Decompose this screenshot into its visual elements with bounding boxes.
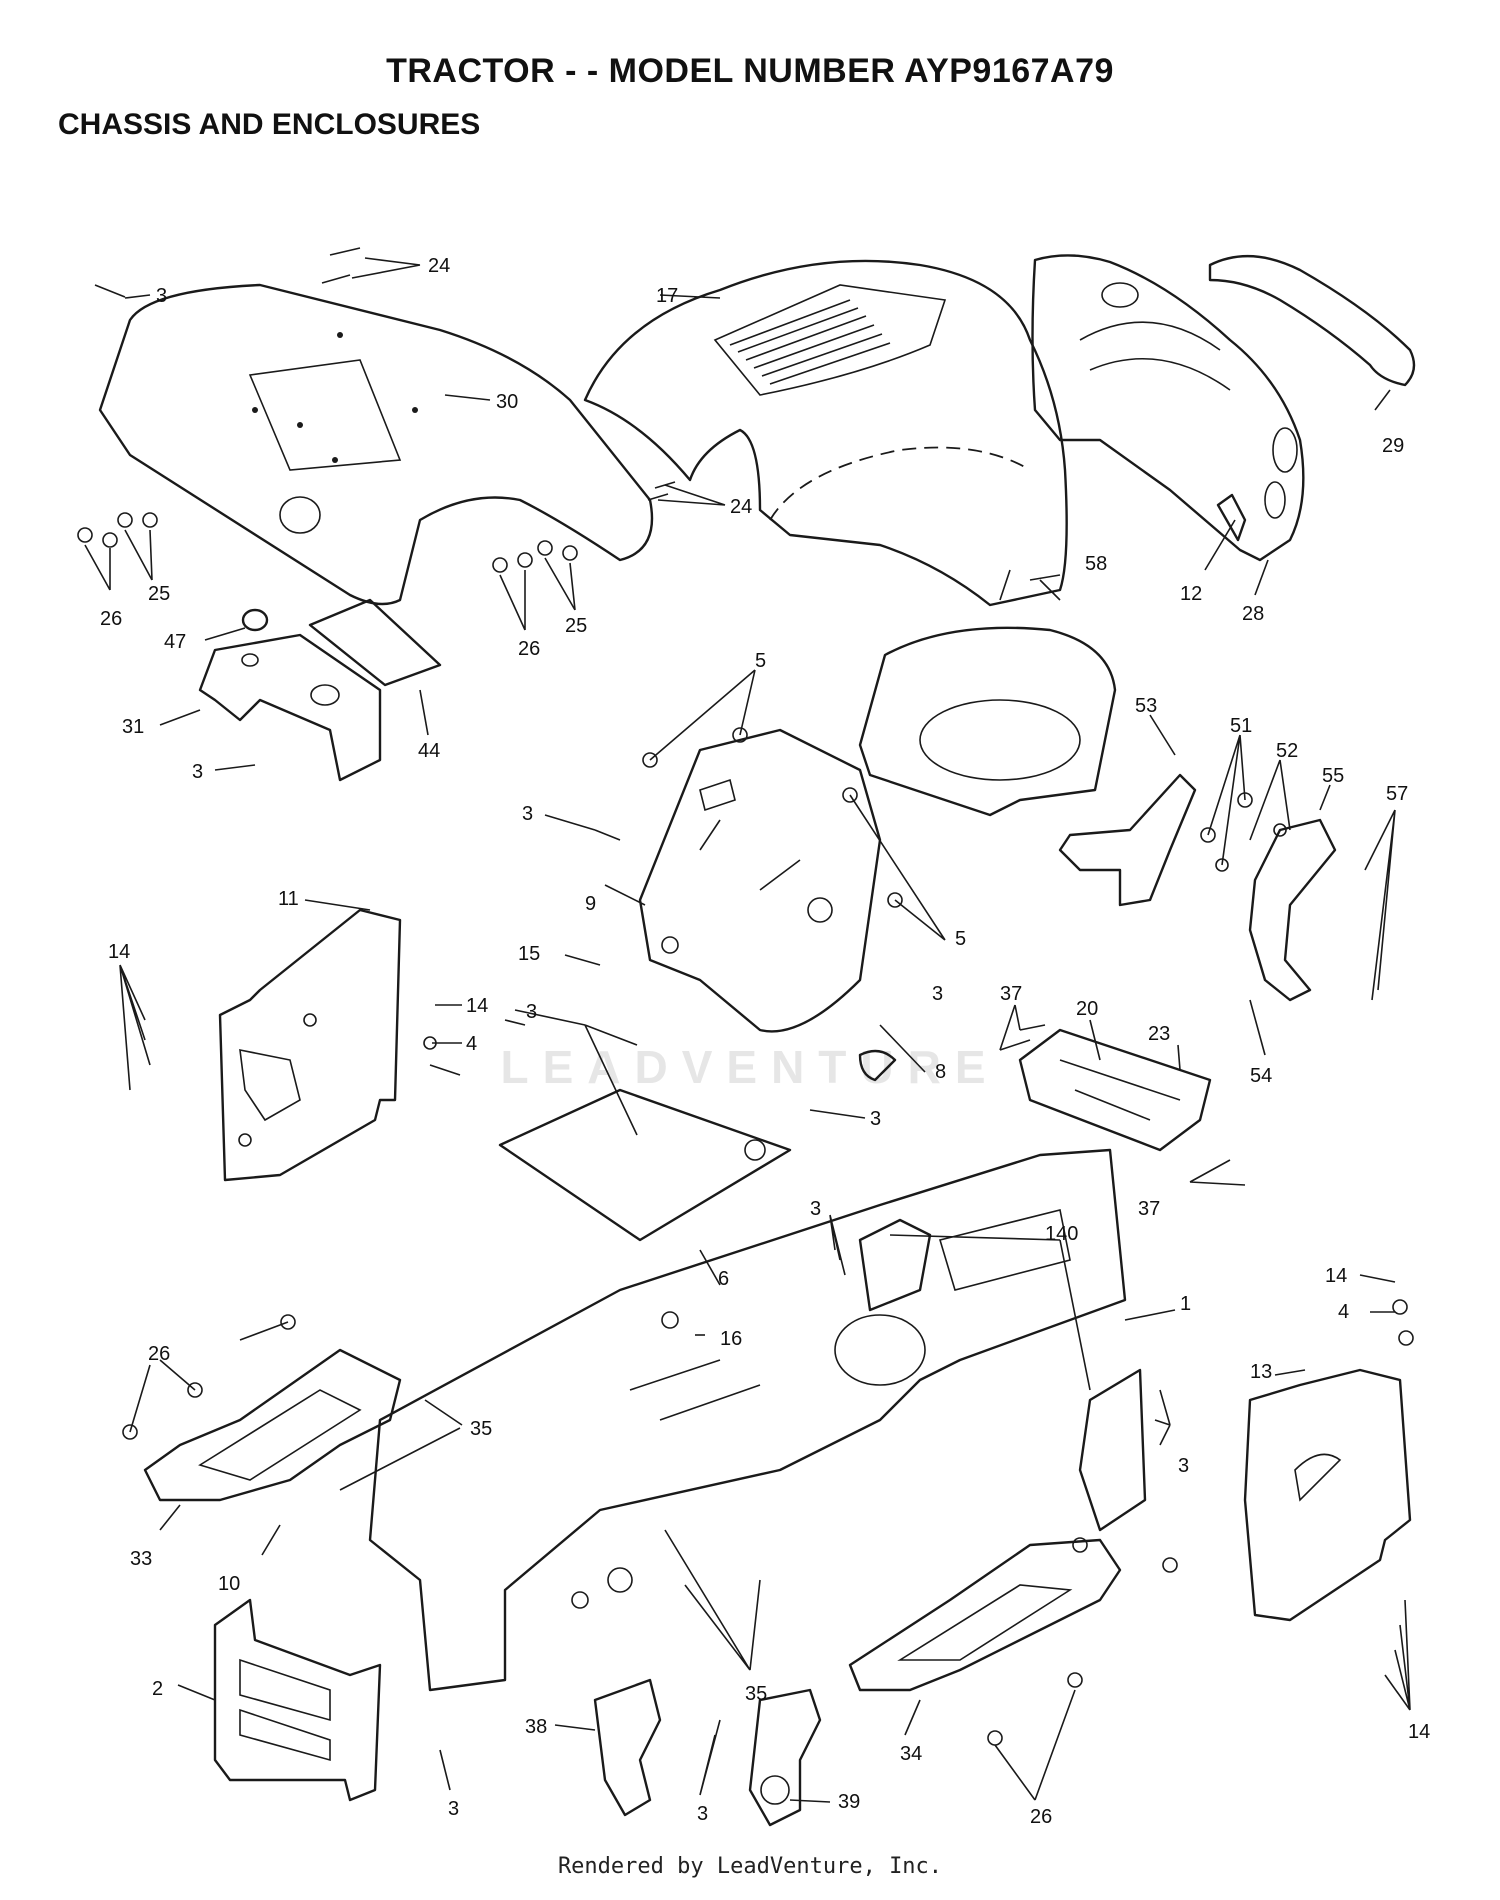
part-1-frame[interactable] xyxy=(368,1148,1127,1692)
callout-9: 9 xyxy=(585,893,596,915)
part-13-side-panel[interactable] xyxy=(1243,1368,1412,1622)
callout-14: 14 xyxy=(1408,1721,1430,1743)
part-12-latch[interactable] xyxy=(1216,493,1247,542)
part-34-footrest[interactable] xyxy=(848,1538,1122,1692)
callout-55: 55 xyxy=(1322,765,1344,787)
callout-17: 17 xyxy=(656,285,678,307)
callout-8: 8 xyxy=(935,1061,946,1083)
callout-15: 15 xyxy=(518,943,540,965)
callout-6: 6 xyxy=(718,1268,729,1290)
callout-26: 26 xyxy=(518,638,540,660)
callout-35: 35 xyxy=(745,1683,767,1705)
callout-26: 26 xyxy=(1030,1806,1052,1828)
callout-28: 28 xyxy=(1242,603,1264,625)
callout-24: 24 xyxy=(428,255,450,277)
callout-14: 14 xyxy=(466,995,488,1017)
callout-13: 13 xyxy=(1250,1361,1272,1383)
callout-16: 16 xyxy=(720,1328,742,1350)
callout-51: 51 xyxy=(1230,715,1252,737)
part-55-bracket[interactable] xyxy=(1248,818,1337,1002)
callout-1: 1 xyxy=(1180,1293,1191,1315)
callout-52: 52 xyxy=(1276,740,1298,762)
part-6-floor-plate[interactable] xyxy=(498,1088,792,1242)
callout-3: 3 xyxy=(448,1798,459,1820)
callout-2: 2 xyxy=(152,1678,163,1700)
part-30-dash-cover[interactable] xyxy=(98,283,654,606)
callout-35: 35 xyxy=(470,1418,492,1440)
callout-3: 3 xyxy=(870,1108,881,1130)
hardware-fasteners xyxy=(77,247,1414,1746)
callout-29: 29 xyxy=(1382,435,1404,457)
callout-12: 12 xyxy=(1180,583,1202,605)
callout-47: 47 xyxy=(164,631,186,653)
part-9-dash-panel[interactable] xyxy=(638,728,882,1033)
callout-3: 3 xyxy=(192,761,203,783)
callout-140: 140 xyxy=(1045,1223,1078,1245)
part-140-bracket[interactable] xyxy=(858,1218,1147,1532)
part-28-grille[interactable] xyxy=(1031,254,1305,562)
part-2-rear-bracket[interactable] xyxy=(213,1598,382,1802)
callout-5: 5 xyxy=(955,928,966,950)
callout-44: 44 xyxy=(418,740,440,762)
callout-30: 30 xyxy=(496,391,518,413)
callout-24: 24 xyxy=(730,496,752,518)
callout-11: 11 xyxy=(278,888,299,910)
callout-4: 4 xyxy=(466,1033,477,1055)
callout-58: 58 xyxy=(1085,553,1107,575)
callout-31: 31 xyxy=(122,716,144,738)
callout-14: 14 xyxy=(1325,1265,1347,1287)
callout-20: 20 xyxy=(1076,998,1098,1020)
callout-5: 5 xyxy=(755,650,766,672)
footer-credit: Rendered by LeadVenture, Inc. xyxy=(557,1854,943,1879)
part-29-lens[interactable] xyxy=(1208,255,1416,387)
callout-38: 38 xyxy=(525,1716,547,1738)
callout-3: 3 xyxy=(697,1803,708,1825)
callout-3: 3 xyxy=(522,803,533,825)
callout-3: 3 xyxy=(932,983,943,1005)
callout-25: 25 xyxy=(565,615,587,637)
part-47-grommet[interactable] xyxy=(241,608,269,632)
part-58-shield[interactable] xyxy=(858,626,1117,817)
part-31-bracket[interactable] xyxy=(198,633,382,782)
callout-34: 34 xyxy=(900,1743,922,1765)
part-44-plate[interactable] xyxy=(308,598,442,687)
callout-37: 37 xyxy=(1138,1198,1160,1220)
page-title: TRACTOR - - MODEL NUMBER AYP9167A79 xyxy=(386,52,1114,90)
callout-10: 10 xyxy=(218,1573,240,1595)
callout-3: 3 xyxy=(810,1198,821,1220)
section-subtitle: CHASSIS AND ENCLOSURES xyxy=(58,108,481,141)
part-33-footrest[interactable] xyxy=(143,1348,402,1502)
part-11-side-panel[interactable] xyxy=(218,908,402,1182)
callout-3: 3 xyxy=(1178,1455,1189,1477)
callout-26: 26 xyxy=(100,608,122,630)
part-8-clip[interactable] xyxy=(858,1049,897,1082)
part-39-bracket[interactable] xyxy=(748,1688,822,1827)
callout-23: 23 xyxy=(1148,1023,1170,1045)
part-17-hood[interactable] xyxy=(583,259,1068,607)
callout-26: 26 xyxy=(148,1343,170,1365)
callout-39: 39 xyxy=(838,1791,860,1813)
part-38-bracket[interactable] xyxy=(593,1678,662,1817)
part-53-bracket[interactable] xyxy=(1058,773,1197,907)
callout-57: 57 xyxy=(1386,783,1408,805)
callout-37: 37 xyxy=(1000,983,1022,1005)
part-20-mount-plate[interactable] xyxy=(1018,1028,1212,1152)
callout-3: 3 xyxy=(156,285,167,307)
callout-54: 54 xyxy=(1250,1065,1272,1087)
callout-33: 33 xyxy=(130,1548,152,1570)
callout-25: 25 xyxy=(148,583,170,605)
callout-labels: 24 3 17 30 29 24 26 25 26 25 58 12 28 47… xyxy=(100,255,1430,1828)
callout-53: 53 xyxy=(1135,695,1157,717)
callout-3: 3 xyxy=(526,1001,537,1023)
leader-lines xyxy=(84,257,1411,1803)
callout-4: 4 xyxy=(1338,1301,1349,1323)
callout-14: 14 xyxy=(108,941,130,963)
